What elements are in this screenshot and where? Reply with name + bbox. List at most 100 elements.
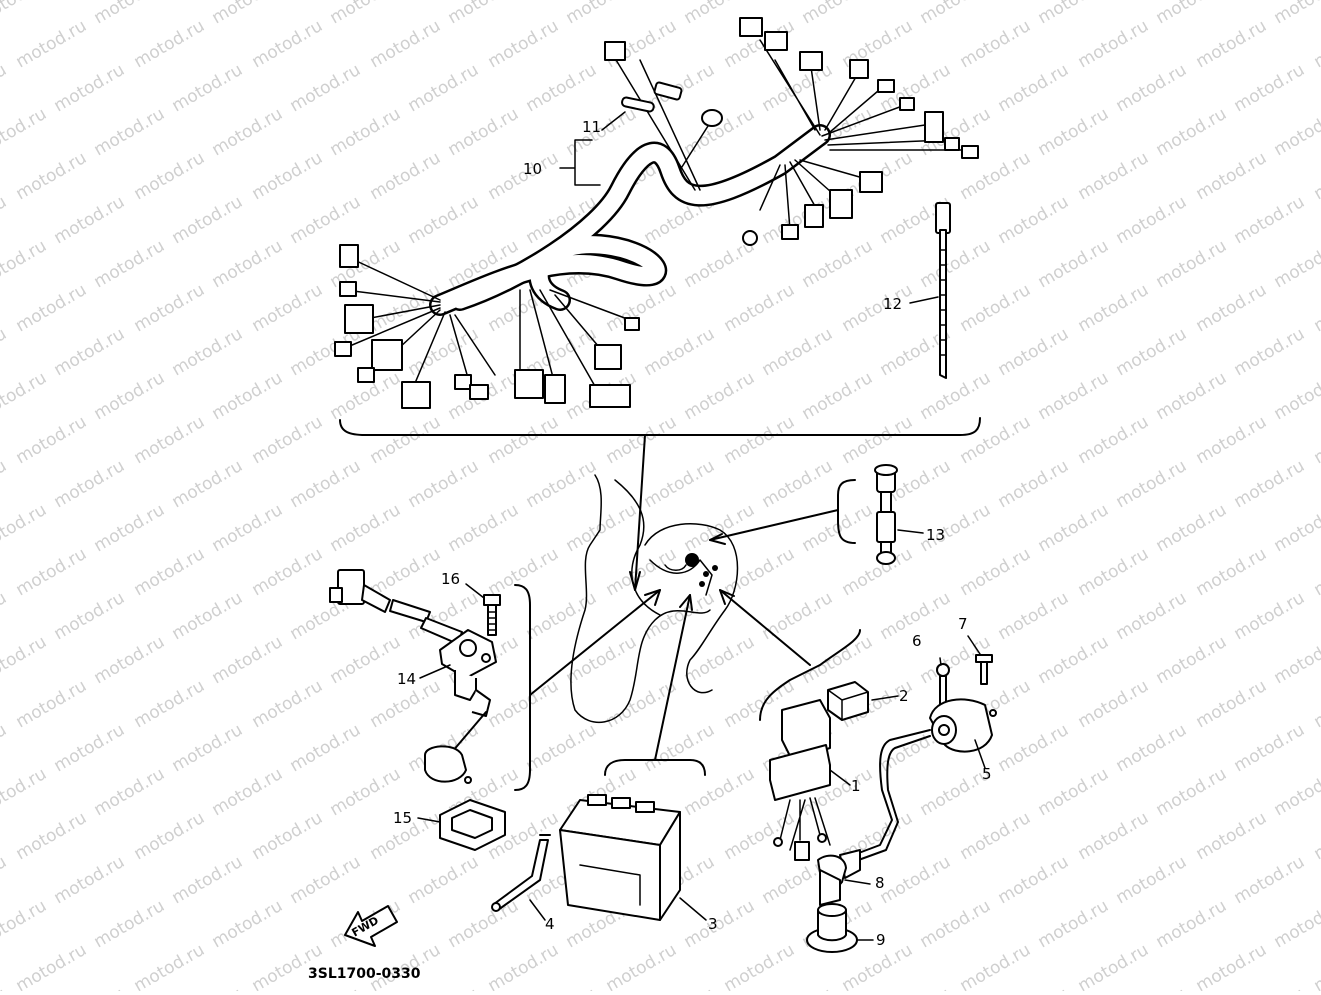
watermark-text: motod.ru	[131, 148, 209, 204]
watermark-text: motod.ru	[169, 588, 247, 644]
watermark-text: motod.ru	[51, 588, 129, 644]
watermark-text: motod.ru	[995, 60, 1073, 116]
watermark-text: motod.ru	[131, 940, 209, 991]
screw-7[interactable]	[976, 655, 992, 684]
watermark-text: motod.ru	[405, 60, 483, 116]
watermark-text: motod.ru	[1231, 192, 1309, 248]
callout-11: 11	[582, 118, 601, 136]
watermark-text: motod.ru	[485, 412, 563, 468]
watermark-text: motod.ru	[995, 324, 1073, 380]
watermark-text: motod.ru	[759, 588, 837, 644]
watermark-text: motod.ru	[13, 148, 91, 204]
watermark-text: motod.ru	[209, 500, 287, 556]
watermark-text: motod.ru	[0, 456, 10, 512]
watermark-text: motod.ru	[1035, 896, 1113, 952]
watermark-text: motod.ru	[1153, 896, 1231, 952]
watermark-text: motod.ru	[209, 764, 287, 820]
watermark-text: motod.ru	[51, 456, 129, 512]
watermark-text: motod.ru	[603, 412, 681, 468]
watermark-text: motod.ru	[249, 148, 327, 204]
watermark-text: motod.ru	[405, 852, 483, 908]
callout-15: 15	[393, 809, 412, 827]
callout-1: 1	[851, 777, 861, 795]
watermark-text: motod.ru	[1153, 764, 1231, 820]
watermark-text: motod.ru	[1113, 60, 1191, 116]
callout-10: 10	[523, 160, 542, 178]
watermark-text: motod.ru	[249, 280, 327, 336]
watermark-text: motod.ru	[131, 412, 209, 468]
watermark-text: motod.ru	[877, 852, 955, 908]
watermark-text: motod.ru	[1113, 720, 1191, 776]
watermark-text: motod.ru	[0, 368, 50, 424]
watermark-text: motod.ru	[1035, 0, 1113, 28]
watermark-text: motod.ru	[0, 104, 50, 160]
watermark-text: motod.ru	[917, 896, 995, 952]
watermark-text: motod.ru	[641, 720, 719, 776]
watermark-text: motod.ru	[917, 368, 995, 424]
drawing-code: 3SL1700-0330	[308, 966, 421, 982]
watermark-text: motod.ru	[1271, 104, 1321, 160]
watermark-text: motod.ru	[1271, 368, 1321, 424]
watermark-text: motod.ru	[839, 280, 917, 336]
watermark-text: motod.ru	[1193, 940, 1271, 991]
watermark-text: motod.ru	[839, 412, 917, 468]
watermark-text: motod.ru	[169, 324, 247, 380]
watermark-text: motod.ru	[681, 764, 759, 820]
watermark-text: motod.ru	[759, 60, 837, 116]
watermark-text: motod.ru	[249, 412, 327, 468]
watermark-text: motod.ru	[1193, 148, 1271, 204]
watermark-text: motod.ru	[1193, 412, 1271, 468]
watermark-text: motod.ru	[917, 0, 995, 28]
relay-2[interactable]	[828, 682, 868, 720]
screw-6[interactable]	[937, 664, 949, 706]
watermark-text: motod.ru	[995, 720, 1073, 776]
watermark-text: motod.ru	[169, 60, 247, 116]
watermark-text: motod.ru	[287, 456, 365, 512]
watermark-text: motod.ru	[759, 984, 837, 991]
watermark-text: motod.ru	[0, 588, 10, 644]
spark-plug-cap-8[interactable]	[818, 850, 860, 905]
watermark-text: motod.ru	[209, 104, 287, 160]
bolt-16[interactable]	[484, 595, 500, 635]
watermark-text: motod.ru	[1153, 0, 1231, 28]
watermark-text: motod.ru	[721, 412, 799, 468]
watermark-text: motod.ru	[1193, 808, 1271, 864]
watermark-text: motod.ru	[1075, 544, 1153, 600]
watermark-text: motod.ru	[131, 280, 209, 336]
callout-7: 7	[958, 615, 968, 633]
watermark-text: motod.ru	[485, 940, 563, 991]
watermark-text: motod.ru	[445, 896, 523, 952]
cable-tie[interactable]	[936, 203, 950, 378]
watermark-text: motod.ru	[131, 676, 209, 732]
watermark-text: motod.ru	[1193, 544, 1271, 600]
watermark-text: motod.ru	[877, 984, 955, 991]
watermark-text: motod.ru	[91, 500, 169, 556]
watermark-text: motod.ru	[1193, 676, 1271, 732]
battery-3[interactable]	[560, 795, 680, 920]
watermark-text: motod.ru	[287, 192, 365, 248]
watermark-text: motod.ru	[799, 368, 877, 424]
watermark-text: motod.ru	[1075, 940, 1153, 991]
callout-5: 5	[982, 765, 992, 783]
watermark-text: motod.ru	[327, 0, 405, 28]
watermark-text: motod.ru	[759, 324, 837, 380]
watermark-text: motod.ru	[327, 236, 405, 292]
watermark-text: motod.ru	[721, 544, 799, 600]
watermark-text: motod.ru	[91, 764, 169, 820]
watermark-text: motod.ru	[169, 984, 247, 991]
watermark-text: motod.ru	[603, 940, 681, 991]
watermark-text: motod.ru	[1075, 16, 1153, 72]
watermark-text: motod.ru	[367, 148, 445, 204]
watermark-text: motod.ru	[995, 984, 1073, 991]
watermark-text: motod.ru	[1035, 368, 1113, 424]
watermark-text: motod.ru	[1231, 852, 1309, 908]
watermark-text: motod.ru	[641, 984, 719, 991]
watermark-text: motod.ru	[0, 324, 10, 380]
watermark-text: motod.ru	[1271, 764, 1321, 820]
watermark-text: motod.ru	[91, 896, 169, 952]
watermark-text: motod.ru	[839, 544, 917, 600]
watermark-text: motod.ru	[0, 896, 50, 952]
watermark-text: motod.ru	[1311, 16, 1321, 72]
watermark-text: motod.ru	[485, 676, 563, 732]
